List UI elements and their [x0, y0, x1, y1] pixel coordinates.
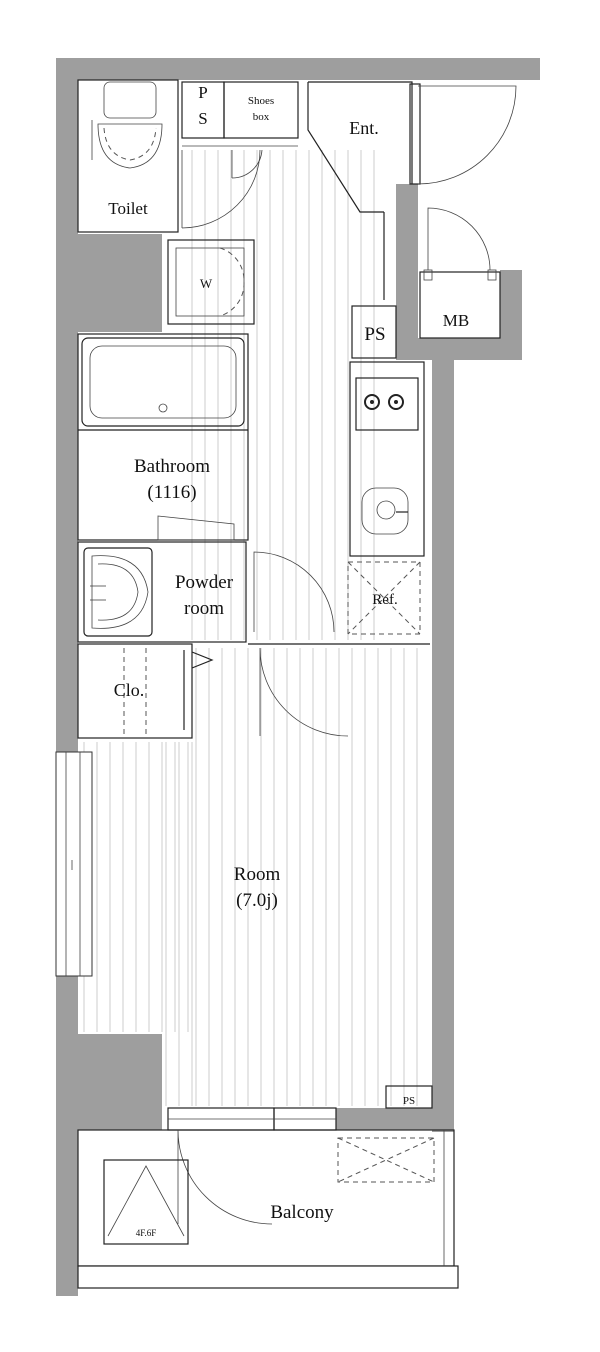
- bathroom: [77, 333, 249, 541]
- label-refrigerator: Ref.: [372, 592, 397, 608]
- label-hatch: 4F.6F: [136, 1228, 157, 1238]
- label-room-2: (7.0j): [236, 890, 278, 911]
- label-closet: Clo.: [114, 680, 145, 700]
- kitchen-counter: [349, 361, 425, 557]
- label-ps-small: PS: [403, 1095, 415, 1107]
- label-entrance: Ent.: [349, 118, 379, 138]
- meter-box: [419, 207, 501, 339]
- flooring-pattern: [83, 150, 418, 1106]
- powder-room: [77, 541, 335, 643]
- washer-space: [167, 239, 255, 325]
- label-balcony: Balcony: [270, 1202, 334, 1223]
- pipe-shaft-small: [385, 1085, 433, 1109]
- room-labels: P S Shoes box Ent. Toilet W PS MB Bathro…: [108, 83, 469, 1238]
- shoes-box-area: [181, 81, 299, 229]
- toilet-room: [77, 79, 179, 233]
- label-shoes-box-1: Shoes: [248, 95, 274, 107]
- pipe-shaft-mid: [351, 305, 397, 359]
- label-powder-2: room: [184, 598, 224, 619]
- room-divider: [248, 643, 430, 737]
- label-shoes-box-2: box: [253, 111, 270, 123]
- side-window: [55, 751, 93, 977]
- label-powder-1: Powder: [175, 572, 234, 593]
- label-washer: W: [200, 276, 213, 291]
- closet: [77, 643, 214, 739]
- label-bathroom-1: Bathroom: [134, 456, 210, 477]
- label-ps-mid: PS: [364, 324, 385, 345]
- label-ps-top-p: P: [198, 83, 207, 102]
- exterior-walls: [56, 58, 540, 1296]
- label-meter-box: MB: [443, 311, 469, 330]
- balcony: [77, 1107, 459, 1289]
- label-toilet: Toilet: [108, 199, 148, 218]
- label-room-1: Room: [234, 864, 281, 885]
- label-bathroom-2: (1116): [147, 482, 196, 503]
- entrance-area: [307, 81, 517, 300]
- refrigerator-space: [347, 561, 421, 635]
- label-ps-top-s: S: [198, 109, 207, 128]
